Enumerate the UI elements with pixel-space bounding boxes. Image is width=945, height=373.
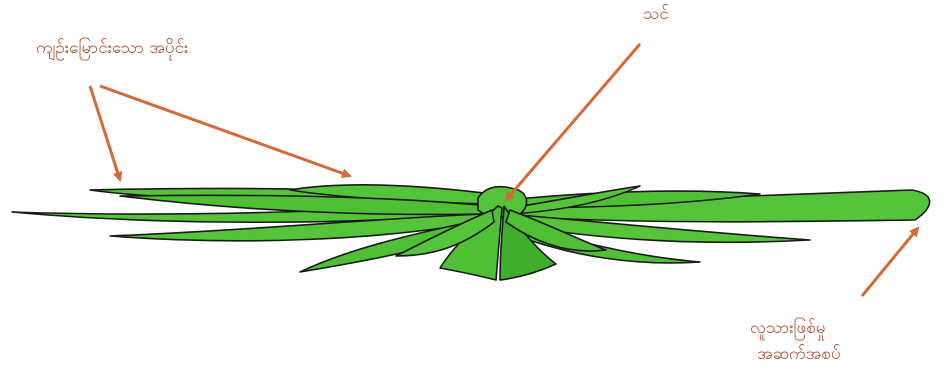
label-crown: သင် — [643, 4, 669, 24]
label-narrow-part: ကျဉ်းမြောင်းသော အပိုင်း — [36, 38, 188, 58]
arrow-narrow-part-right — [100, 86, 350, 176]
label-leaf-attachment-line2: အဆက်အစပ် — [757, 344, 841, 364]
arrow-crown — [506, 44, 640, 200]
label-leaf-attachment-line1: လူသားဖြစ်မှု — [750, 318, 826, 338]
arrow-leaf-attachment — [862, 228, 918, 296]
plant-illustration — [12, 185, 930, 280]
arrow-narrow-part-left — [90, 86, 120, 180]
